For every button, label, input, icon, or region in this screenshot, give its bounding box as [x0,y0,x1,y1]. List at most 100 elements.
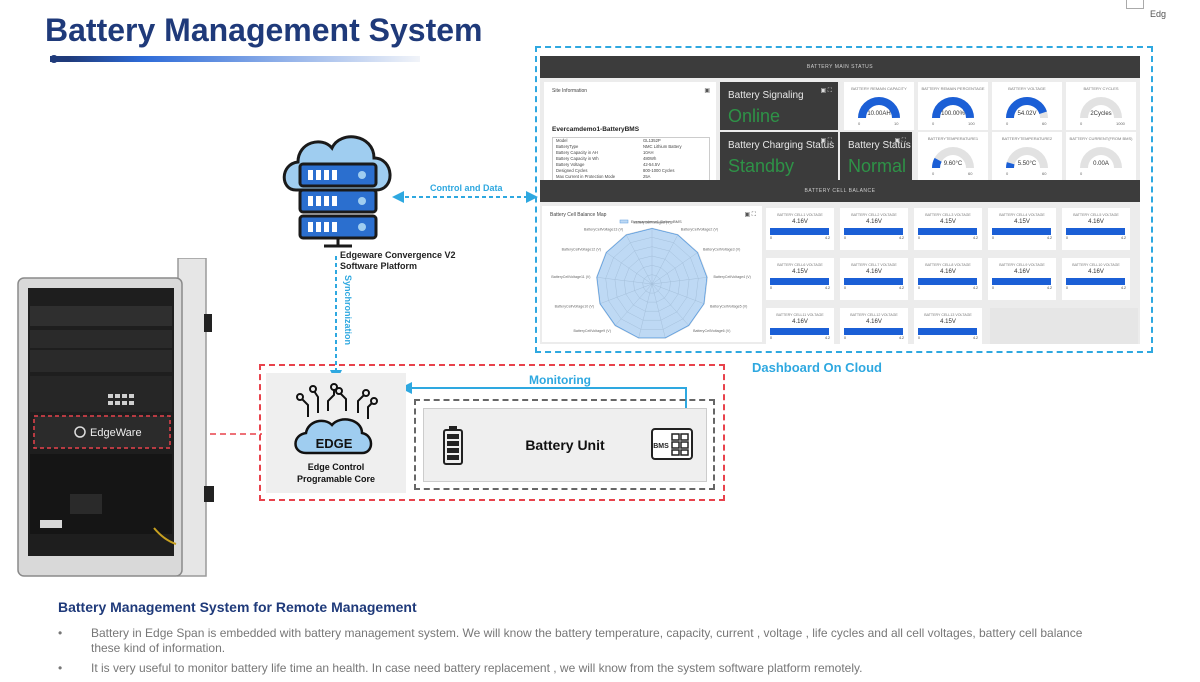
charging-value: Standby [728,156,795,176]
cell-min: 0 [918,286,920,290]
radar-spoke [651,234,679,285]
cell-min: 0 [992,286,994,290]
status-value: Normal [848,156,907,176]
gauge-value: 10.00AH [867,111,891,117]
slide-title: Battery Management System [45,12,483,48]
cell-value: 4.16V [792,219,808,225]
status-title: Battery Status [848,140,911,151]
title-underline-bar [50,56,420,62]
cell-value: 4.16V [866,219,882,225]
gauge-value: 2Cycles [1090,111,1112,117]
cell-min: 0 [770,336,772,340]
cell-max: 4.2 [825,336,830,340]
cell-bar [844,278,904,285]
radar-grid-ring [642,274,662,294]
panel-actions-icon[interactable]: ▣ ⛶ [820,88,832,94]
cell-title: BATTERY CELL12 VOLTAGE [850,313,898,317]
radar-spoke [614,283,653,327]
cell-min: 0 [770,236,772,240]
panel-actions-icon[interactable]: ▣ ⛶ [820,138,832,144]
gauge-fill [932,97,974,118]
cell-title: BATTERY CELL2 VOLTAGE [851,213,897,217]
gauge-track [1006,147,1048,168]
radar-axis-label: BatteryCellVoltage6 (V) [693,329,730,333]
cell-title: BATTERY CELL11 VOLTAGE [776,313,824,317]
edge-core-label: Edge Control Programable Core [266,461,406,485]
gauge-value: 5.50°C [1017,161,1037,167]
site-info-value: 800-1000 Cycles [643,168,675,173]
cell-value: 4.16V [792,319,808,325]
gauge-max: 10 [894,121,899,126]
cell-value: 4.16V [1088,269,1104,275]
cell-max: 4.2 [1047,236,1052,240]
cell-title: BATTERY CELL5 VOLTAGE [1073,213,1119,217]
cell-max: 4.2 [825,236,830,240]
cell-title: BATTERY CELL3 VOLTAGE [925,213,971,217]
edge-core-label-line2: Programable Core [296,474,376,484]
radar-spoke [599,283,653,305]
panel-actions-icon[interactable]: ▣ ⛶ [894,138,906,144]
site-info-value: 42-54.5V [643,162,660,167]
cell-bar [992,228,1052,235]
site-info-title: Site Information [552,88,588,94]
cabinet-brand-text: EdgeWare [90,427,142,439]
bullet-text: It is very useful to monitor battery lif… [91,661,863,675]
site-info-key: Model [556,138,568,143]
radar-spoke [651,277,708,285]
cell-bar [918,278,978,285]
gauge-title: BATTERY REMAIN CAPACITY [851,86,907,91]
title-underline-dot [50,55,58,63]
gauge-arc [1080,147,1122,168]
cell-balance-header: BATTERY CELL BALANCE [540,180,1140,202]
edge-logo-text: EDGE [316,436,353,451]
gauge-arc [858,97,900,118]
site-info-value: 480Wh [643,156,657,161]
edge-core-label-line1: Edge Control [307,462,365,472]
edge-control-core: EDGE Edge Control Programable Core [266,373,406,493]
synchronization-label: Synchronization [343,275,353,346]
radar-spoke [651,251,699,285]
gauge-arc [1080,97,1122,118]
cell-value: 4.16V [1088,219,1104,225]
cell-bar [844,328,904,335]
gauge-track [932,147,974,168]
site-info-row: Battery Voltage 42-54.5V [553,162,709,168]
signaling-title: Battery Signaling [728,90,804,101]
panel-menu-icon[interactable]: ▣ [704,88,710,94]
bullet-text: Battery in Edge Span is embedded with ba… [91,626,1083,655]
radar-axis-label: BatteryCellVoltage1 (V) [633,221,670,225]
cell-bar [770,278,830,285]
cell-bar [918,328,978,335]
site-info-key: Battery Voltage [556,162,585,167]
gauge-max: 60 [968,171,973,176]
radar-title: Battery Cell Balance Map [550,212,607,218]
gauge-title: BATTERYTEMPERATURE1 [927,136,979,141]
battery-icon [443,426,463,465]
gauge-arc [1006,97,1048,118]
gauge-min: 0 [858,121,861,126]
gauge-min: 0 [1006,121,1009,126]
gauge-max: 60 [1042,121,1047,126]
platform-label: Edgeware Convergence V2 Software Platfor… [340,250,456,272]
cell-bar [770,228,830,235]
edge-system-frame [259,364,725,501]
main-status-header: BATTERY MAIN STATUS [540,56,1140,78]
edge-cabinet-illustration: EdgeWare [17,258,214,577]
cell-max: 4.2 [1121,236,1126,240]
platform-label-line1: Edgeware Convergence V2 [340,250,456,260]
panel-actions-icon[interactable]: ▣ ⛶ [744,212,756,218]
cell-balance-map-panel: Battery Cell Balance Map ▣ ⛶ BatteryCell… [542,206,762,342]
gauge-value: 0.00A [1093,161,1109,167]
cell-value: 4.16V [866,319,882,325]
battery-status-panel: Battery Status Normal ▣ ⛶ [840,132,912,180]
cell-title: BATTERY CELL4 VOLTAGE [999,213,1045,217]
battery-signaling-panel: Battery Signaling Online ▣ ⛶ [720,82,838,130]
